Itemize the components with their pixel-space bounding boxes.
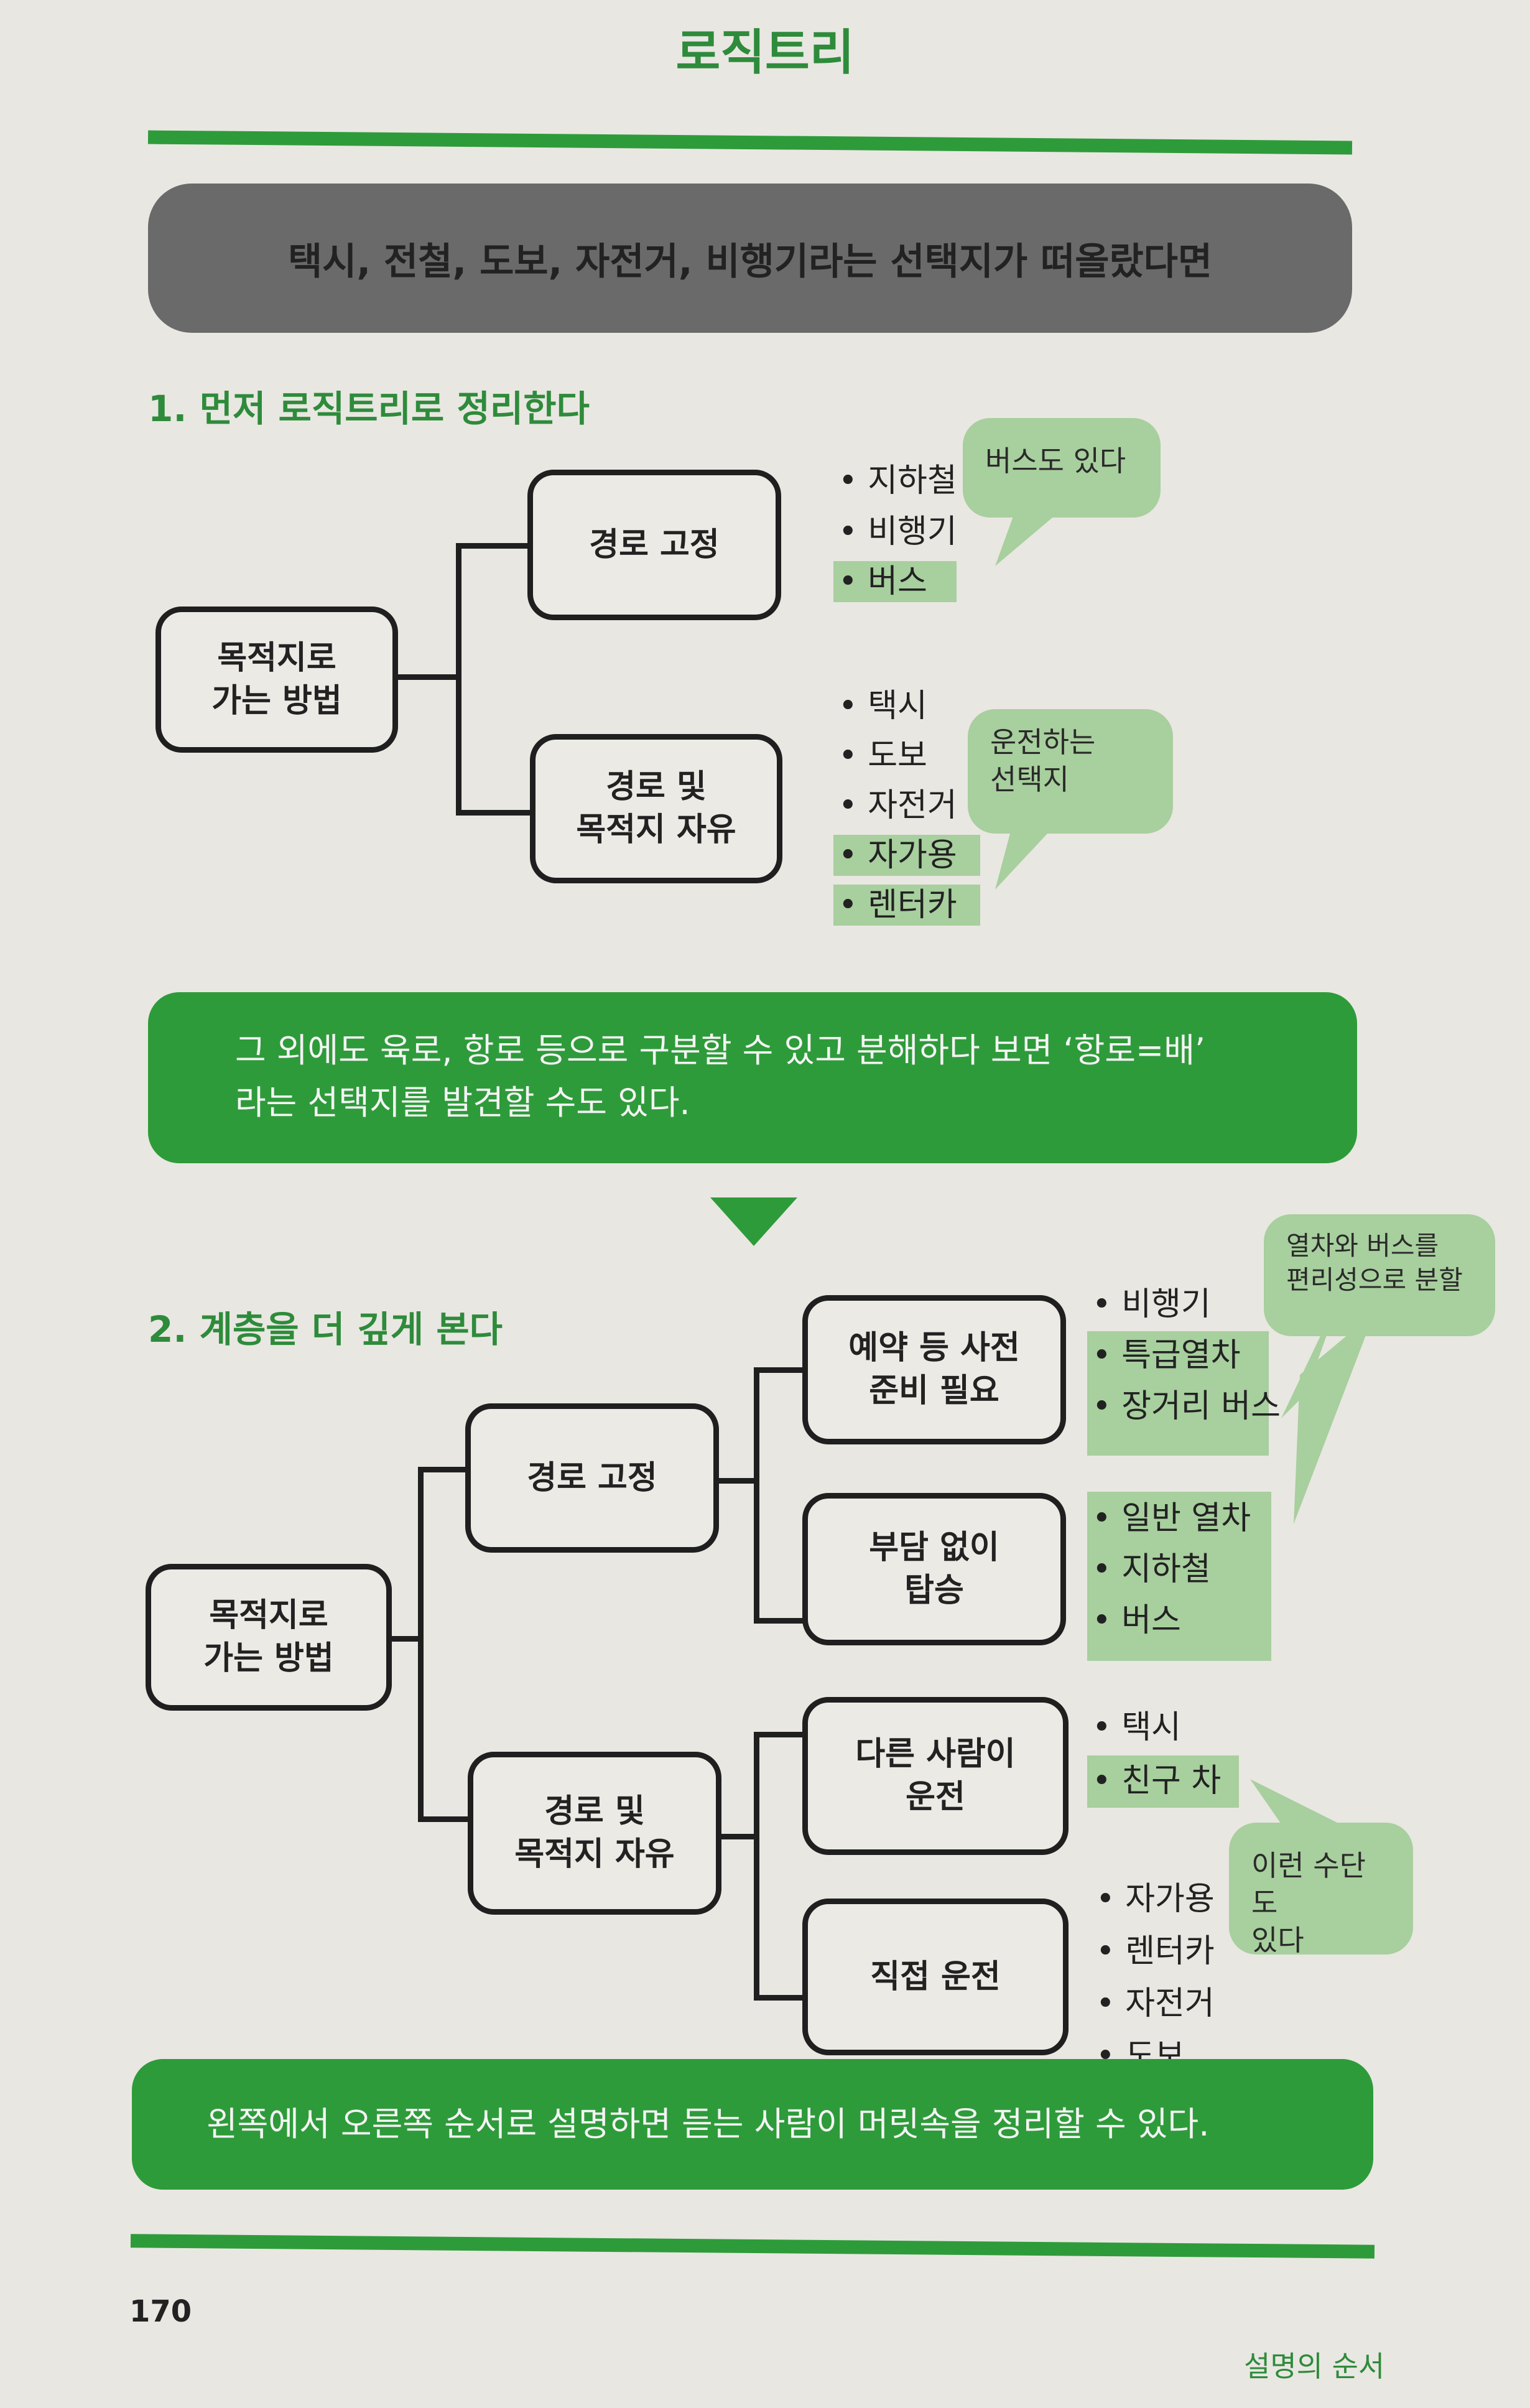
s1-item-rental-car: • 렌터카 xyxy=(833,885,980,926)
s2-connector xyxy=(754,1367,759,1624)
s1-item-bicycle: • 자전거 xyxy=(838,787,957,824)
top-rule xyxy=(147,130,1353,155)
s2-highlight-reserve xyxy=(1087,1331,1269,1456)
bottom-rule xyxy=(130,2234,1375,2259)
top-banner-text: 택시, 전철, 도보, 자전거, 비행기라는 선택지가 떠올랐다면 xyxy=(287,239,1213,284)
s1-item-walk: • 도보 xyxy=(838,737,927,774)
s1-callout-bus: 버스도 있다 xyxy=(963,418,1161,518)
s2-item-airplane: • 비행기 xyxy=(1092,1286,1211,1323)
s2-connector xyxy=(754,1367,804,1373)
s2-item-taxi: • 택시 xyxy=(1092,1709,1181,1746)
s2-leaf-reserve: 예약 등 사전 준비 필요 xyxy=(802,1295,1066,1444)
s2-item-rental-car: • 렌터카 xyxy=(1096,1933,1215,1970)
s2-leaf-noburden: 부담 없이 탑승 xyxy=(802,1493,1066,1645)
s2-item-express-train: • 특급열차 xyxy=(1092,1337,1241,1374)
s2-leaf-other-driver: 다른 사람이 운전 xyxy=(802,1697,1069,1855)
s2-connector xyxy=(721,1834,756,1839)
footer-title: 설명의 순서 xyxy=(1244,2350,1385,2383)
s2-connector xyxy=(418,1467,424,1821)
s2-connector xyxy=(392,1636,422,1642)
s2-item-friend-car: • 친구 차 xyxy=(1092,1762,1222,1800)
s1-branch-free: 경로 및 목적지 자유 xyxy=(530,734,782,883)
s2-branch-fixed: 경로 고정 xyxy=(465,1403,719,1553)
down-arrow-icon xyxy=(710,1197,797,1246)
page-title: 로직트리 xyxy=(675,25,855,81)
s2-item-bicycle: • 자전거 xyxy=(1096,1985,1215,2022)
s2-connector xyxy=(418,1467,466,1472)
page-number: 170 xyxy=(129,2294,192,2329)
s2-root-node: 목적지로 가는 방법 xyxy=(146,1564,392,1711)
s1-branch-fixed: 경로 고정 xyxy=(527,470,781,620)
section2-heading: 2. 계층을 더 깊게 본다 xyxy=(148,1308,503,1350)
s1-item-bus: • 버스 xyxy=(833,561,957,602)
s2-item-bus: • 버스 xyxy=(1092,1602,1181,1639)
s1-item-own-car: • 자가용 xyxy=(833,835,980,876)
s2-leaf-self-drive: 직접 운전 xyxy=(802,1899,1069,2055)
s2-highlight-noburden xyxy=(1087,1492,1271,1661)
s1-connector xyxy=(456,810,532,816)
s2-highlight-friend-car xyxy=(1087,1755,1239,1808)
top-banner: 택시, 전철, 도보, 자전거, 비행기라는 선택지가 떠올랐다면 xyxy=(148,184,1352,333)
s2-connector xyxy=(418,1816,469,1822)
s1-item-airplane: • 비행기 xyxy=(838,513,957,551)
s2-branch-free: 경로 및 목적지 자유 xyxy=(468,1752,721,1915)
bottom-banner-text: 왼쪽에서 오른쪽 순서로 설명하면 듣는 사람이 머릿속을 정리할 수 있다. xyxy=(206,2104,1210,2144)
s2-item-long-bus: • 장거리 버스 xyxy=(1092,1388,1281,1425)
s1-root-node: 목적지로 가는 방법 xyxy=(155,607,398,753)
bottom-banner: 왼쪽에서 오른쪽 순서로 설명하면 듣는 사람이 머릿속을 정리할 수 있다. xyxy=(132,2059,1373,2190)
s1-item-taxi: • 택시 xyxy=(838,687,927,725)
s2-item-subway: • 지하철 xyxy=(1092,1551,1211,1588)
middle-banner-line1: 그 외에도 육로, 항로 등으로 구분할 수 있고 분해하다 보면 ‘항로=배’ xyxy=(235,1031,1206,1070)
s1-item-subway: • 지하철 xyxy=(838,462,957,500)
s2-connector xyxy=(754,1618,804,1624)
s1-callout-drive: 운전하는 선택지 xyxy=(968,709,1173,834)
s2-connector xyxy=(754,1732,759,2001)
s1-connector xyxy=(456,543,461,816)
s2-item-regular-train: • 일반 열차 xyxy=(1092,1500,1251,1537)
s1-connector xyxy=(398,674,459,680)
section1-heading: 1. 먼저 로직트리로 정리한다 xyxy=(148,388,590,430)
s2-callout-train: 열차와 버스를 편리성으로 분할 xyxy=(1264,1214,1495,1336)
s2-item-own-car: • 자가용 xyxy=(1096,1880,1215,1918)
s2-callout-means: 이런 수단도 있다 xyxy=(1229,1823,1413,1957)
s2-connector xyxy=(719,1478,756,1484)
s2-connector xyxy=(754,1995,804,2001)
s1-connector xyxy=(456,543,529,549)
middle-banner: 그 외에도 육로, 항로 등으로 구분할 수 있고 분해하다 보면 ‘항로=배’… xyxy=(148,992,1357,1163)
middle-banner-line2: 라는 선택지를 발견할 수도 있다. xyxy=(235,1082,690,1122)
s2-connector xyxy=(754,1732,804,1737)
